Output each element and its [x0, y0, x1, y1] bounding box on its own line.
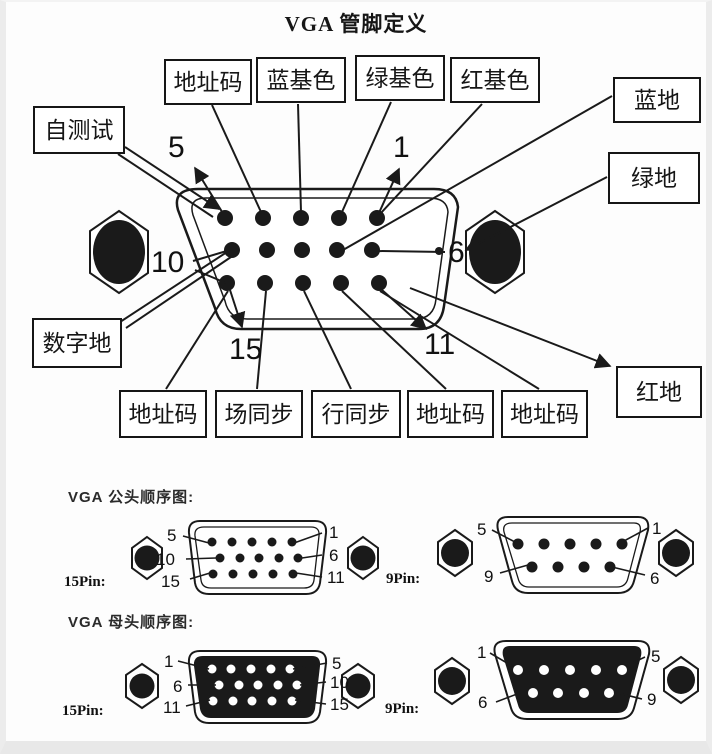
- main-pin-number-6: 6: [448, 236, 465, 269]
- m9-num-tr: 1: [652, 519, 662, 538]
- callout-h-sync: 行同步: [311, 390, 401, 438]
- callout-address-top: 地址码: [164, 59, 252, 105]
- m9-num-bl: 9: [484, 567, 494, 586]
- main-pin-number-5: 5: [168, 131, 185, 164]
- callout-self-test: 自测试: [33, 106, 125, 154]
- male-section-heading: VGA 公头顺序图:: [68, 489, 195, 506]
- callout-green-ground: 绿地: [608, 152, 700, 204]
- callout-address-b3: 地址码: [501, 390, 588, 438]
- m9-num-tl: 5: [477, 520, 487, 539]
- callout-blue-ground: 蓝地: [613, 77, 701, 123]
- callout-green-primary: 绿基色: [355, 55, 445, 101]
- f9-num-tl: 1: [477, 643, 487, 662]
- male-9pin-connector: [437, 516, 694, 594]
- f15-num-tr: 5: [332, 654, 342, 673]
- callout-blue-primary: 蓝基色: [256, 57, 346, 103]
- female-section-heading: VGA 母头顺序图:: [68, 614, 195, 631]
- f9-num-bl: 6: [478, 693, 488, 712]
- callout-digital-ground: 数字地: [32, 318, 122, 368]
- f15-num-br: 15: [330, 695, 349, 714]
- main-pin-number-11: 11: [424, 328, 456, 361]
- screw-nut-left: [89, 209, 149, 295]
- leader-lines: [117, 95, 613, 390]
- pin-holes: [217, 210, 387, 291]
- male-15pin-connector: [131, 520, 379, 595]
- m15-num-tl: 5: [167, 526, 177, 545]
- female-15pin-connector: [125, 650, 375, 724]
- female-9pin-connector: [434, 640, 699, 720]
- m15-num-bl: 15: [161, 572, 180, 591]
- callout-red-primary: 红基色: [450, 57, 540, 103]
- main-pin-number-15: 15: [229, 333, 263, 366]
- m15-num-ml: 10: [156, 550, 175, 569]
- male-15pin-caption: 15Pin:: [64, 574, 106, 590]
- callout-address-b2: 地址码: [407, 390, 494, 438]
- main-connector: [89, 95, 613, 390]
- f9-num-tr: 5: [651, 647, 661, 666]
- callout-v-sync: 场同步: [215, 390, 303, 438]
- m15-num-mr: 6: [329, 546, 339, 565]
- f9-num-br: 9: [647, 690, 657, 709]
- f15-num-bl: 11: [163, 698, 181, 717]
- m9-num-br: 6: [650, 569, 660, 588]
- male-9pin-caption: 9Pin:: [386, 571, 421, 587]
- m15-num-tr: 1: [329, 523, 339, 542]
- f15-num-mr: 10: [330, 673, 349, 692]
- female-15pin-caption: 15Pin:: [62, 703, 104, 719]
- female-9pin-caption: 9Pin:: [385, 701, 420, 717]
- callout-red-ground: 红地: [616, 366, 702, 418]
- callout-address-b1: 地址码: [119, 390, 207, 438]
- page-title: VGA 管脚定义: [284, 12, 428, 36]
- screw-nut-right: [465, 209, 525, 295]
- m15-num-br: 11: [327, 568, 345, 587]
- f15-num-ml: 6: [173, 677, 183, 696]
- main-pin-number-10: 10: [151, 246, 185, 279]
- f15-num-tl: 1: [164, 652, 174, 671]
- main-pin-number-1: 1: [393, 131, 410, 164]
